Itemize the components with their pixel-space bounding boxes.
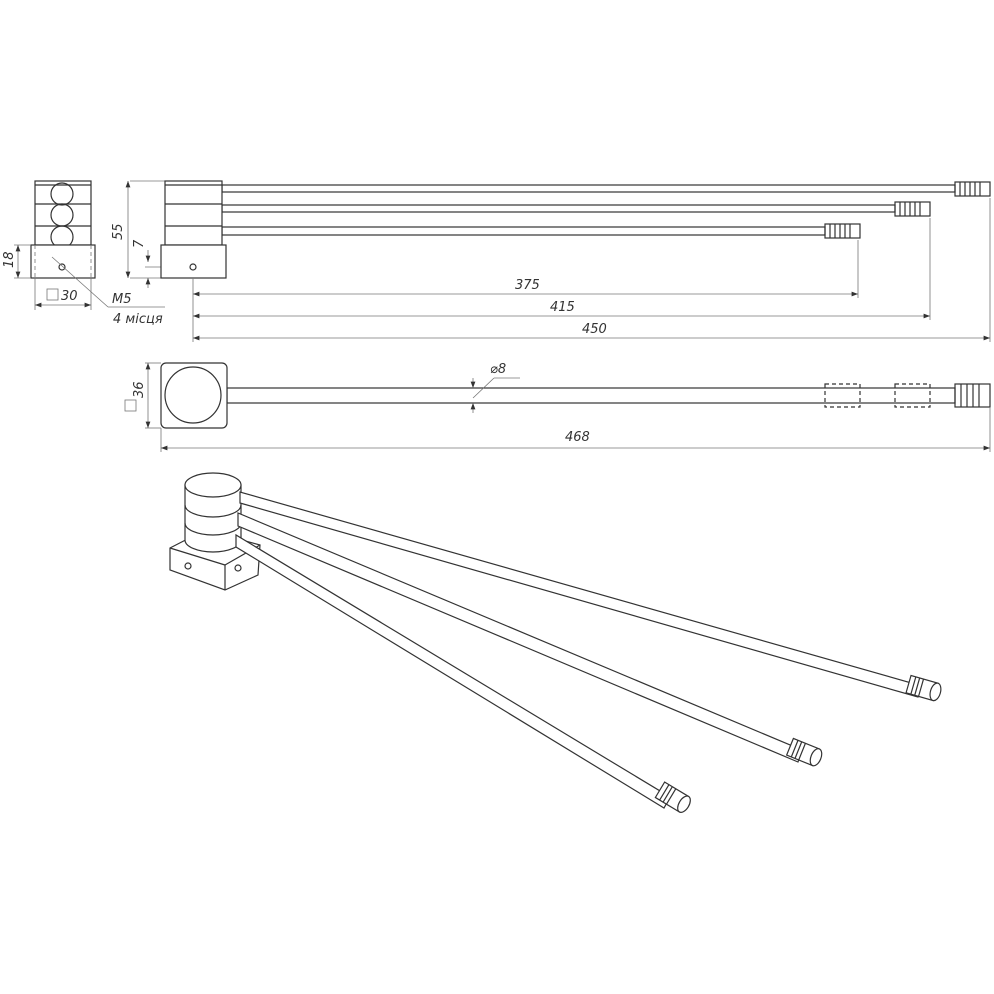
dim-375: 375 [515,278,540,293]
top-view: 36 ⌀8 468 [124,362,991,452]
dim-hole-offset: 7 [132,239,147,248]
dim-rod-diameter: ⌀8 [490,362,506,377]
dim-base-square: 30 [61,289,78,304]
dim-top-square: 36 [132,381,147,398]
isometric-view [169,472,942,813]
thread-count-label: 4 місця [113,312,163,327]
dim-450: 450 [582,322,607,337]
dim-415: 415 [550,300,575,315]
side-view: 55 7 375 415 450 [111,180,991,342]
dim-base-height: 18 [2,251,17,268]
dim-468: 468 [565,430,590,445]
end-view: 18 30 M5 4 місця [2,180,165,327]
dim-height-total: 55 [111,223,126,240]
thread-label: M5 [112,292,132,307]
